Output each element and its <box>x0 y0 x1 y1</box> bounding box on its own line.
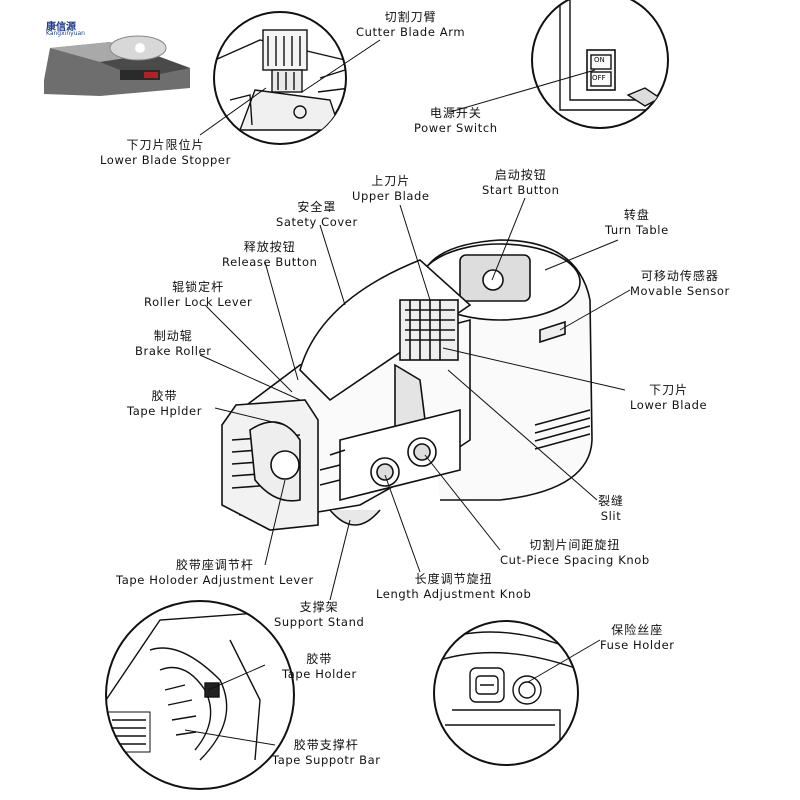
label-release-button: 释放按钮 Release Button <box>222 240 318 269</box>
label-cut-piece-spacing-knob: 切割片间距旋扭 Cut-Piece Spacing Knob <box>500 538 650 567</box>
label-safety-cover: 安全罩 Satety Cover <box>276 200 358 229</box>
label-cutter-blade-arm: 切割刀臂 Cutter Blade Arm <box>356 10 466 39</box>
label-tape-holder-main: 胶带 Tape Hplder <box>127 389 203 418</box>
label-lower-blade: 下刀片 Lower Blade <box>630 383 708 412</box>
brand-subtitle: Kangxinyuan <box>46 30 85 37</box>
label-start-button: 启动按钮 Start Button <box>482 168 560 197</box>
label-tape-holder-detail: 胶带 Tape Holder <box>282 652 357 681</box>
switch-off-label: OFF <box>592 74 606 82</box>
label-movable-sensor: 可移动传感器 Movable Sensor <box>630 269 730 298</box>
label-lower-blade-stopper: 下刀片限位片 Lower Blade Stopper <box>100 138 231 167</box>
detail-circle-fuse-holder <box>433 620 579 766</box>
label-turn-table: 转盘 Turn Table <box>605 208 669 237</box>
label-tape-support-bar: 胶带支撑杆 Tape Suppotr Bar <box>272 738 381 767</box>
label-length-adjustment-knob: 长度调节旋扭 Length Adjustment Knob <box>376 572 532 601</box>
product-thumbnail: 康信源 Kangxinyuan <box>40 18 198 100</box>
leader-lines <box>184 39 631 746</box>
label-brake-roller: 制动辊 Brake Roller <box>135 329 212 358</box>
label-support-stand: 支撑架 Support Stand <box>274 600 365 629</box>
switch-on-label: ON <box>594 56 605 64</box>
label-upper-blade: 上刀片 Upper Blade <box>352 174 430 203</box>
detail-circle-tape-holder <box>105 600 295 790</box>
label-fuse-holder: 保险丝座 Fuse Holder <box>600 623 675 652</box>
label-slit: 裂缝 Slit <box>598 494 625 523</box>
machine-body <box>221 239 593 531</box>
label-roller-lock-lever: 辊锁定杆 Roller Lock Lever <box>144 280 253 309</box>
detail-circle-power-switch <box>531 0 669 129</box>
label-power-switch: 电源开关 Power Switch <box>414 106 498 135</box>
product-photo <box>44 35 190 96</box>
brand-logo: 康信源 <box>46 22 76 33</box>
label-tape-holder-adjustment-lever: 胶带座调节杆 Tape Holoder Adjustment Lever <box>116 558 314 587</box>
detail-circle-cutter-arm <box>213 11 347 145</box>
